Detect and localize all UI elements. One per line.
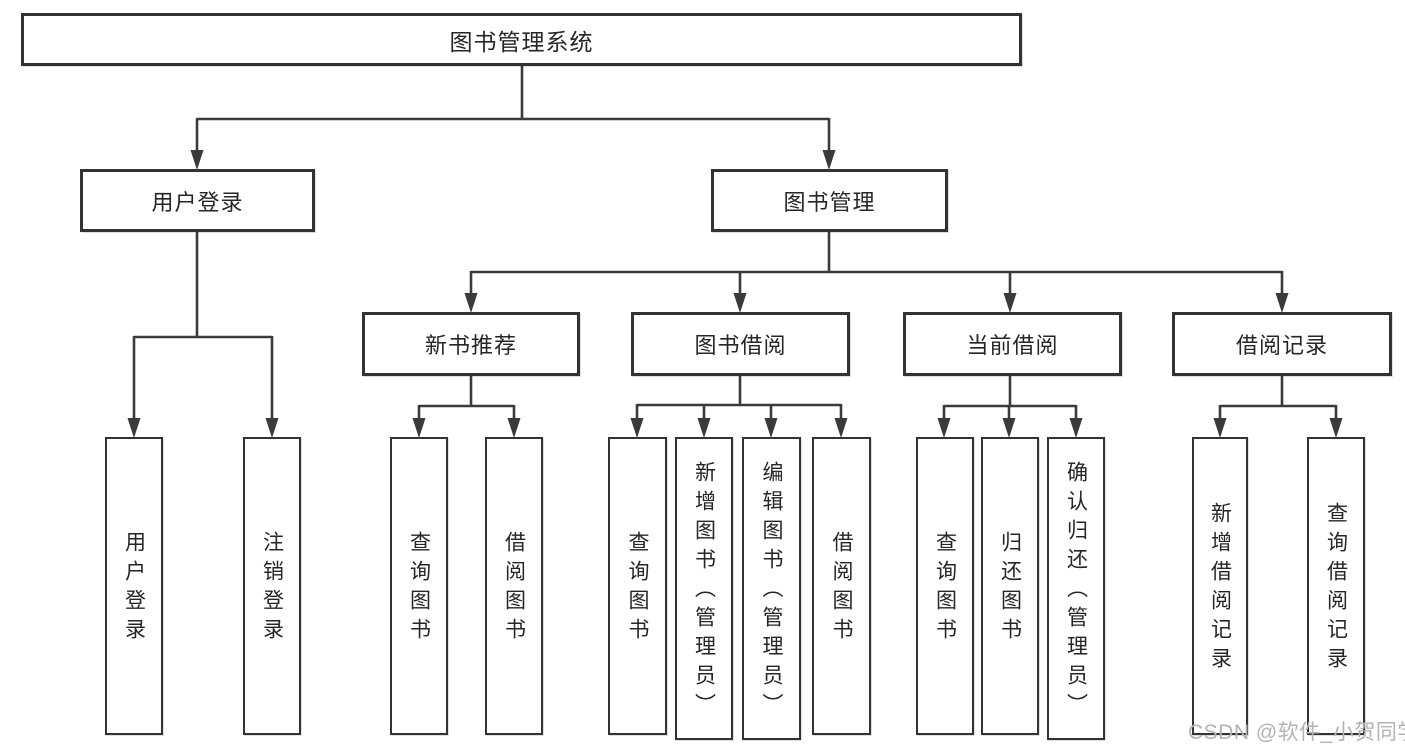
node-library-management-system: 图书管理系统 — [21, 13, 1022, 66]
leaf-query-borrow-record: 查询借阅记录 — [1307, 437, 1365, 735]
leaf-confirm-return-admin: 确认归还（管理员） — [1047, 437, 1105, 740]
leaf-add-books-admin: 新增图书（管理员） — [675, 437, 733, 740]
node-book-management: 图书管理 — [711, 169, 948, 232]
leaf-user-login: 用户登录 — [105, 437, 163, 735]
arrowhead-icons — [127, 150, 1343, 438]
leaf-edit-books-admin: 编辑图书（管理员） — [742, 437, 801, 740]
watermark: CSDN @软件_小贺同学 — [1188, 721, 1405, 744]
leaf-return-books: 归还图书 — [981, 437, 1039, 735]
node-user-login: 用户登录 — [80, 169, 315, 232]
node-borrow-records: 借阅记录 — [1172, 312, 1392, 376]
leaf-query-books-recommend: 查询图书 — [390, 437, 448, 735]
node-current-borrow: 当前借阅 — [903, 312, 1122, 376]
node-new-book-recommend: 新书推荐 — [362, 312, 580, 376]
leaf-query-books-current: 查询图书 — [916, 437, 974, 735]
leaf-borrow-books: 借阅图书 — [812, 437, 871, 735]
node-book-borrow: 图书借阅 — [631, 312, 850, 376]
leaf-add-borrow-record: 新增借阅记录 — [1192, 437, 1248, 735]
leaf-logout: 注销登录 — [243, 437, 301, 735]
leaf-borrow-books-recommend: 借阅图书 — [485, 437, 543, 735]
leaf-query-books-borrow: 查询图书 — [608, 437, 667, 735]
